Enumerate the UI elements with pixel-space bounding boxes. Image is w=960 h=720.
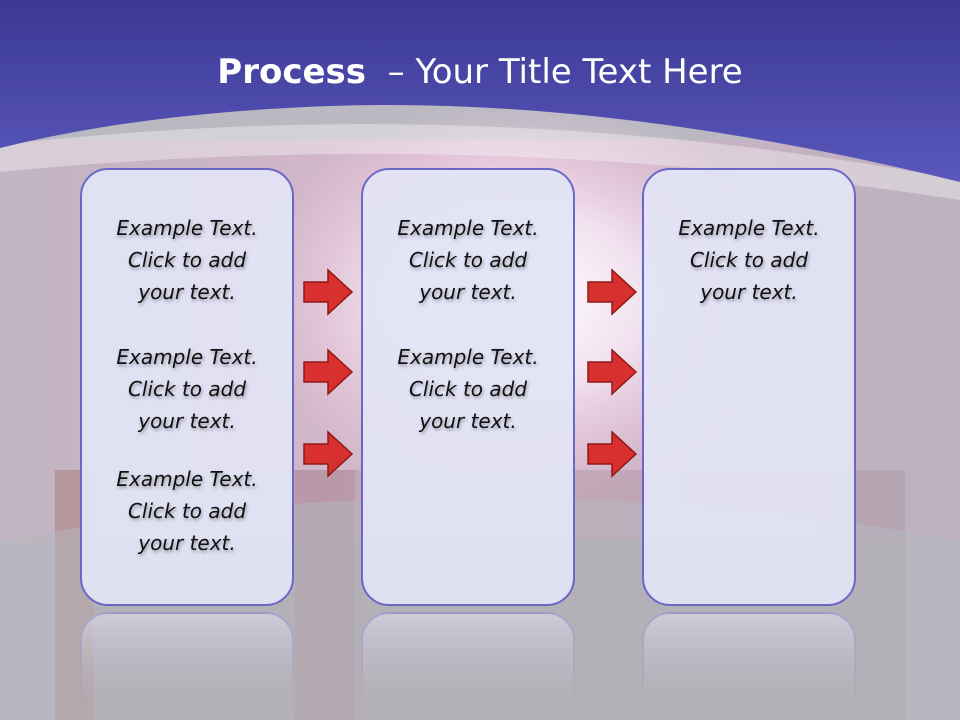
process-step-1-card[interactable]: Example Text. Click to add your text. Ex… [80,168,294,606]
text-line: Click to add [408,248,528,272]
card-reflection [80,612,294,720]
text-line: Example Text. [397,345,539,369]
text-line: your text. [138,409,236,433]
title-bold: Process [217,52,367,92]
text-placeholder[interactable]: Example Text. Click to add your text. [82,212,292,308]
text-line: Click to add [689,248,809,272]
text-line: Example Text. [116,467,258,491]
right-arrow-icon [587,348,638,396]
text-line: your text. [419,409,517,433]
text-line: Example Text. [678,216,820,240]
text-line: Example Text. [116,345,258,369]
text-line: Click to add [127,248,247,272]
text-line: your text. [419,280,517,304]
card-reflection [361,612,575,720]
card-reflection [642,612,856,720]
text-placeholder[interactable]: Example Text. Click to add your text. [363,341,573,437]
text-line: your text. [138,280,236,304]
process-step-2-card[interactable]: Example Text. Click to add your text. Ex… [361,168,575,606]
right-arrow-icon [587,268,638,316]
right-arrow-icon [587,430,638,478]
text-placeholder[interactable]: Example Text. Click to add your text. [644,212,854,308]
slide-title[interactable]: Process – Your Title Text Here [0,52,960,92]
text-line: Click to add [127,377,247,401]
text-line: your text. [138,531,236,555]
process-step-3-card[interactable]: Example Text. Click to add your text. [642,168,856,606]
text-line: Example Text. [397,216,539,240]
text-line: Click to add [127,499,247,523]
text-line: Click to add [408,377,528,401]
right-arrow-icon [303,268,354,316]
text-placeholder[interactable]: Example Text. Click to add your text. [82,463,292,559]
title-rest: – Your Title Text Here [387,52,743,92]
text-line: your text. [700,280,798,304]
right-arrow-icon [303,348,354,396]
text-placeholder[interactable]: Example Text. Click to add your text. [363,212,573,308]
text-line: Example Text. [116,216,258,240]
text-placeholder[interactable]: Example Text. Click to add your text. [82,341,292,437]
right-arrow-icon [303,430,354,478]
